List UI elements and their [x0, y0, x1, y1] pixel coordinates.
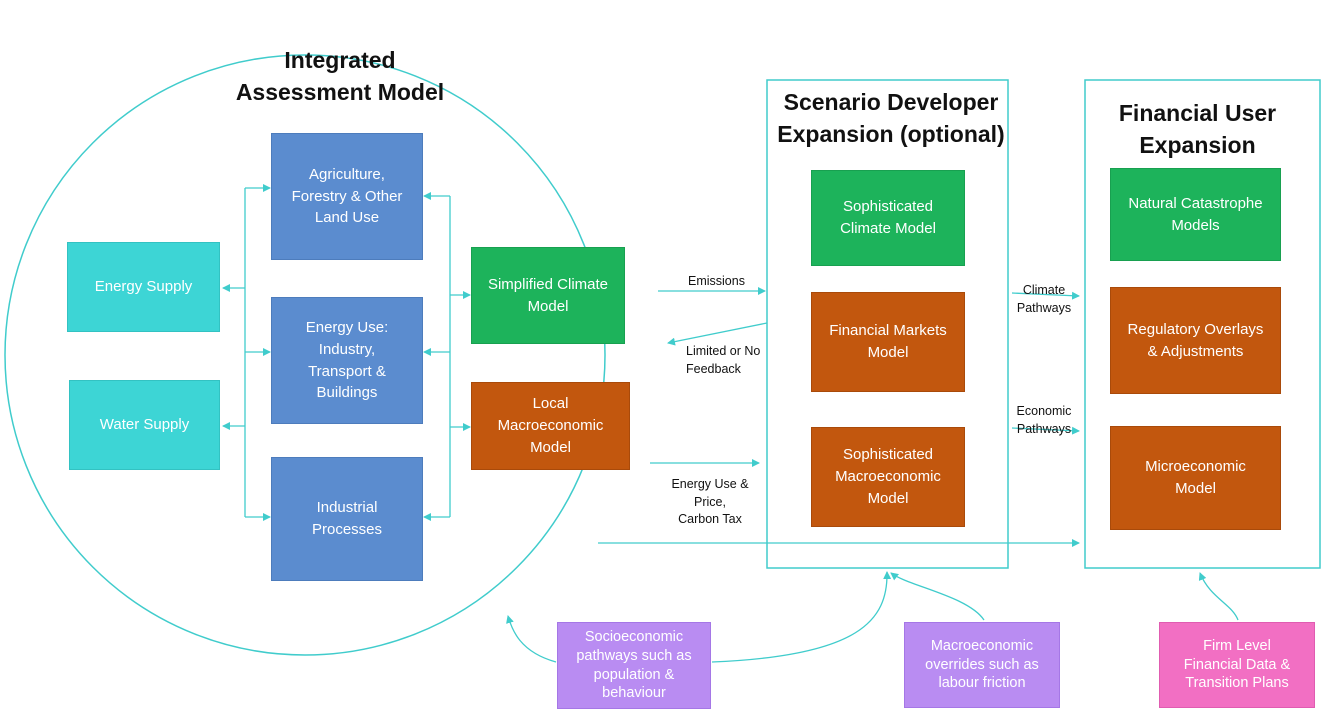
scenario-title: Scenario Developer Expansion (optional)	[777, 89, 1005, 148]
firm-level-box: Firm Level Financial Data & Transition P…	[1159, 622, 1315, 708]
financial-container	[1084, 79, 1321, 569]
energy-supply-box: Energy Supply	[67, 242, 220, 332]
financial-markets-box: Financial Markets Model	[811, 292, 965, 392]
arrow-feedback	[667, 322, 768, 346]
scenario-container	[766, 79, 1009, 569]
microeconomic-box: Microeconomic Model	[1110, 426, 1281, 530]
agriculture-box: Agriculture, Forestry & Other Land Use	[271, 133, 423, 260]
arrow-macro-to-scenario	[890, 572, 985, 621]
local-macro-box: Local Macroeconomic Model	[471, 382, 630, 470]
simplified-climate-box: Simplified Climate Model	[471, 247, 625, 344]
sophisticated-macro-box: Sophisticated Macroeconomic Model	[811, 427, 965, 527]
climate-pathways-label: Climate Pathways	[1016, 283, 1072, 315]
iam-title: Integrated Assessment Model	[235, 47, 445, 106]
natural-catastrophe-box: Natural Catastrophe Models	[1110, 168, 1281, 261]
water-supply-box: Water Supply	[69, 380, 220, 470]
industrial-processes-box: Industrial Processes	[271, 457, 423, 581]
economic-pathways-label: Economic Pathways	[1016, 404, 1072, 436]
sophisticated-climate-box: Sophisticated Climate Model	[811, 170, 965, 266]
energy-use-box: Energy Use: Industry, Transport & Buildi…	[271, 297, 423, 424]
regulatory-overlays-box: Regulatory Overlays & Adjustments	[1110, 287, 1281, 394]
arrow-socioeconomic	[506, 615, 557, 663]
arrow-firm-to-financial	[1198, 572, 1239, 621]
arrow-economic-pathways	[1011, 426, 1080, 435]
socioeconomic-box: Socioeconomic pathways such as populatio…	[557, 622, 711, 709]
emissions-label: Emissions	[688, 274, 745, 288]
arrow-climate-pathways	[1011, 291, 1080, 300]
financial-title: Financial User Expansion	[1118, 100, 1277, 159]
energy-price-label: Energy Use & Price, Carbon Tax	[671, 477, 749, 526]
feedback-label: Limited or No Feedback	[686, 344, 761, 376]
macro-overrides-box: Macroeconomic overrides such as labour f…	[904, 622, 1060, 708]
arrow-socio-to-scenario	[711, 571, 892, 663]
